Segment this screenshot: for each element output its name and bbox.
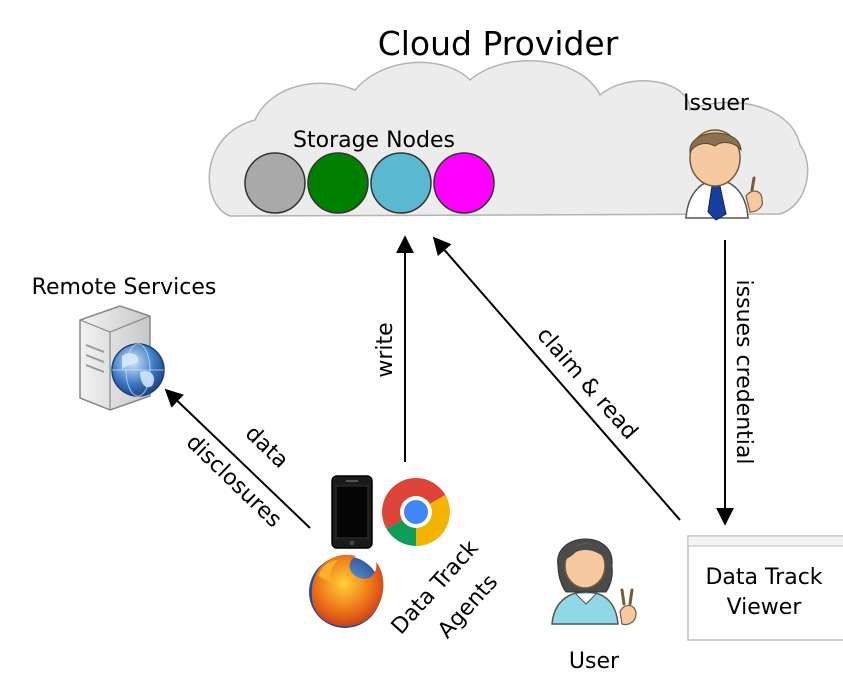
- claim-read-label: claim & read: [531, 323, 642, 445]
- firefox-icon: [309, 554, 384, 628]
- storage-node-3: [370, 152, 432, 214]
- data-disclosures-arrow: [164, 388, 311, 529]
- chrome-icon: [382, 478, 450, 546]
- issuer-person-icon: [685, 129, 763, 221]
- viewer-label-line2: Viewer: [727, 595, 803, 620]
- cloud-provider-title: Cloud Provider: [378, 24, 619, 63]
- issues-credential-label: issues credential: [731, 280, 756, 465]
- server-globe-icon: [79, 305, 165, 411]
- remote-services-label: Remote Services: [32, 275, 217, 300]
- user-label: User: [569, 649, 620, 674]
- storage-node-1: [244, 152, 306, 214]
- viewer-label-line1: Data Track: [705, 565, 822, 590]
- phone-icon: [331, 475, 373, 549]
- user-person-icon: [551, 538, 637, 626]
- storage-node-2: [307, 152, 369, 214]
- write-label: write: [373, 322, 398, 377]
- data-track-viewer-window: [687, 535, 843, 641]
- storage-node-4: [433, 152, 495, 214]
- issuer-label: Issuer: [683, 91, 750, 116]
- data-label: data: [240, 421, 293, 473]
- cloud-provider: Cloud Provider Storage Nodes Issuer: [208, 24, 809, 221]
- claim-read-arrow: [432, 236, 681, 521]
- storage-nodes-label: Storage Nodes: [293, 128, 455, 153]
